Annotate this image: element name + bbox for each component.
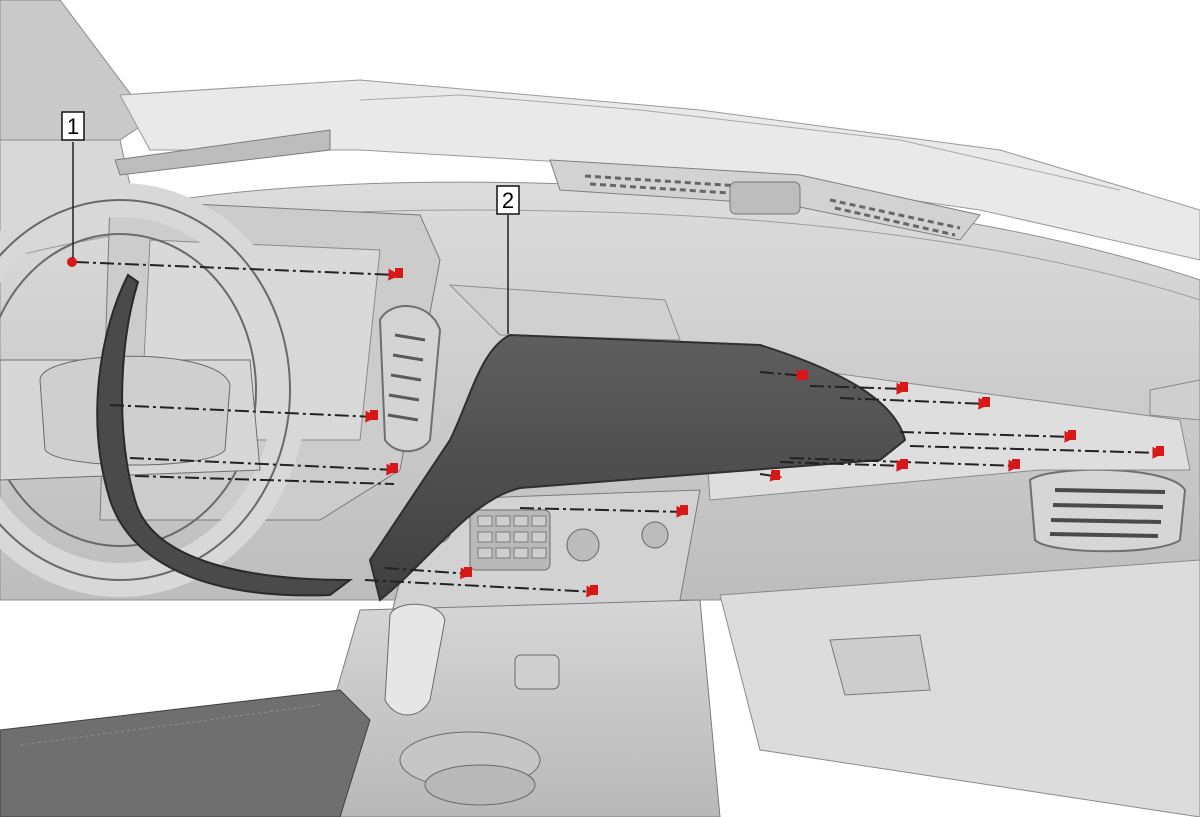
fastener-line bbox=[789, 457, 1021, 472]
fastener-clip bbox=[900, 459, 908, 469]
fastener-clip bbox=[680, 505, 688, 515]
fastener-clip bbox=[900, 382, 908, 392]
fastener-clip bbox=[982, 397, 990, 407]
fastener-clip bbox=[1012, 459, 1020, 469]
trim-strip-1 bbox=[96, 273, 353, 597]
trim-pad-2 bbox=[368, 333, 907, 602]
fastener-clips bbox=[67, 257, 1164, 595]
fastener-clip bbox=[772, 470, 780, 480]
callout-1: 1 bbox=[61, 111, 85, 141]
fastener-line bbox=[759, 369, 809, 382]
armrest bbox=[0, 689, 371, 817]
callout-leaders bbox=[72, 142, 509, 334]
installation-lines bbox=[74, 261, 1165, 598]
fastener-line bbox=[109, 404, 378, 423]
fastener-clip bbox=[395, 268, 403, 278]
steering-wheel bbox=[0, 183, 307, 597]
floor-console bbox=[299, 599, 721, 817]
right-air-vent bbox=[1028, 468, 1187, 553]
fastener-line bbox=[519, 505, 689, 518]
callout-1-label: 1 bbox=[67, 114, 79, 139]
fastener-line bbox=[899, 430, 1077, 443]
callout-2-label: 2 bbox=[502, 188, 514, 213]
fastener-clip bbox=[590, 585, 598, 595]
glove-box bbox=[719, 559, 1200, 817]
fastener-clip bbox=[370, 410, 378, 420]
fastener-line bbox=[809, 382, 909, 395]
fastener-clip bbox=[800, 370, 808, 380]
fastener-clip bbox=[464, 567, 472, 577]
fastener-clip bbox=[67, 257, 77, 267]
fastener-line bbox=[134, 475, 395, 485]
fastener-clip bbox=[1068, 430, 1076, 440]
fastener-line bbox=[129, 457, 399, 476]
fastener-line bbox=[759, 469, 783, 482]
fastener-line bbox=[74, 261, 401, 281]
callout-2: 2 bbox=[496, 185, 520, 215]
left-air-vent bbox=[378, 305, 442, 453]
fastener-line bbox=[909, 445, 1165, 459]
defroster-vent bbox=[549, 159, 981, 241]
fastener-clip bbox=[1156, 446, 1164, 456]
fastener-clip bbox=[390, 463, 398, 473]
fastener-line bbox=[779, 459, 909, 472]
speaker-grille bbox=[114, 129, 331, 176]
fastener-line bbox=[364, 579, 599, 598]
